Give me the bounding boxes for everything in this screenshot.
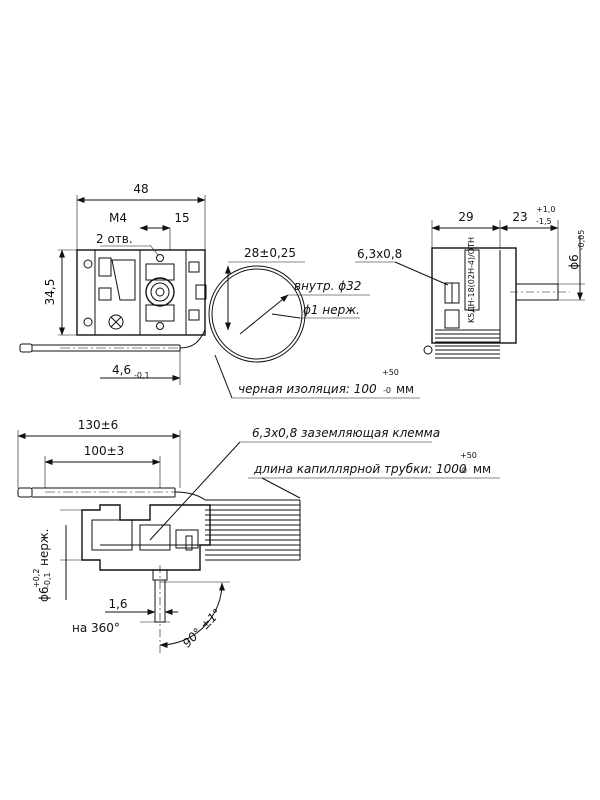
body-marking: K5ДН-18(02Н-4)/OTH: [467, 237, 476, 323]
capillary-label: длина капиллярной трубки: 1000: [253, 462, 467, 476]
capillary-tol-lower: -0: [459, 466, 467, 475]
insulation-label: черная изоляция: 100: [238, 382, 377, 396]
top-view: 48 M4 15 2 отв. 34,5 28±0,25 внутр. ϕ32 …: [19, 182, 420, 399]
dim-coil-tol: 28±0,25: [244, 246, 296, 260]
dim-23-tol-lower: -1,5: [536, 217, 552, 226]
ground-terminal-label: 6,3x0,8 заземляющая клемма: [252, 426, 440, 440]
capillary-tol-upper: +50: [460, 451, 477, 460]
dim-shaft-vert: ϕ6: [37, 586, 51, 602]
dim-shaft-tol: -0,05: [577, 230, 586, 251]
dim-width: 48: [133, 182, 148, 196]
front-body-outline: [81, 504, 211, 571]
dim-inner-diam: внутр. ϕ32: [294, 279, 361, 293]
angle-label: 90° ±1°: [180, 606, 224, 650]
insulation-tol-upper: +50: [382, 368, 399, 377]
side-label-plate: [464, 249, 480, 311]
dim-16: 1,6: [108, 597, 127, 611]
dim-130: 130±6: [78, 418, 119, 432]
front-view: 130±6 100±3 6,3x0,8 заземляющая клемма д…: [17, 418, 500, 655]
insulation-tol-lower: -0: [383, 386, 391, 395]
side-view: K5ДН-18(02Н-4)/OTH 29 23 +1,0 -1,5: [355, 205, 586, 359]
mount-hole-lower: [156, 322, 164, 330]
dim-shaft-vert-tol-lower: -0,1: [43, 572, 52, 588]
rotation-arc: [159, 582, 225, 648]
dim-23-tol-upper: +1,0: [536, 205, 555, 214]
dim-shaft: ϕ6: [567, 254, 581, 270]
dim-terminal: 6,3x0,8: [357, 247, 402, 261]
dim-wire: ϕ1 нерж.: [303, 303, 360, 317]
dim-15: 15: [174, 211, 189, 225]
front-coil-bundle: [174, 491, 301, 561]
dim-23: 23: [512, 210, 527, 224]
capillary-coil: [208, 265, 306, 363]
shaft-boss: [145, 277, 175, 307]
tube-end: [19, 343, 33, 353]
dim-shaft-vert-tol-upper: +0,2: [32, 569, 41, 588]
capillary-unit: мм: [473, 462, 491, 476]
dim-thread: M4: [109, 211, 127, 225]
dim-shaft-vert-suffix: нерж.: [37, 529, 51, 566]
dim-100: 100±3: [84, 444, 125, 458]
thermostat-body-outline: [76, 249, 206, 336]
insulation-unit: мм: [396, 382, 414, 396]
dim-tube: 4,6: [112, 363, 131, 377]
rotation-label: на 360°: [72, 621, 120, 635]
dim-29: 29: [458, 210, 473, 224]
dim-holes: 2 отв.: [96, 232, 133, 246]
dim-height: 34,5: [43, 279, 57, 306]
mount-hole-upper: [156, 254, 164, 262]
dim-tube-tol: -0,1: [134, 371, 150, 380]
front-tube-end: [17, 487, 33, 498]
